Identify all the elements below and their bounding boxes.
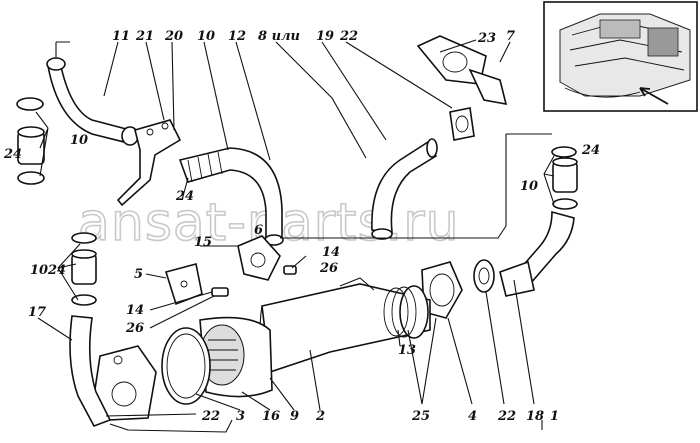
label-9: 9 xyxy=(290,409,299,424)
label-10-b: 10 xyxy=(70,133,88,148)
hose-18 xyxy=(499,210,575,297)
clamp-set-upper-left xyxy=(16,41,70,185)
bolts-14-26 xyxy=(211,265,297,297)
label-14-b: 14 xyxy=(126,303,144,318)
flange-7-gasket-23 xyxy=(416,35,508,106)
part-labels: 11 21 20 10 12 8 или 19 22 23 7 10 24 24… xyxy=(3,29,600,424)
label-16: 16 xyxy=(262,409,280,424)
label-10-d: 10 xyxy=(30,263,48,278)
label-24-c: 24 xyxy=(175,189,194,204)
core-9 xyxy=(199,316,273,398)
label-6: 6 xyxy=(254,223,263,238)
label-14-a: 14 xyxy=(322,245,340,260)
label-21: 21 xyxy=(135,29,154,44)
label-5: 5 xyxy=(134,267,143,282)
pipe-19 xyxy=(371,138,438,240)
label-10-c: 10 xyxy=(520,179,538,194)
clamp-set-right xyxy=(551,146,578,210)
label-18: 18 xyxy=(526,409,544,424)
label-22-c: 22 xyxy=(497,409,516,424)
bracket-20-21 xyxy=(116,119,182,207)
flange-6 xyxy=(237,235,281,281)
label-24-b: 24 xyxy=(581,143,600,158)
label-15: 15 xyxy=(194,235,212,250)
label-22-b: 22 xyxy=(201,409,220,424)
label-22-a: 22 xyxy=(339,29,358,44)
label-3: 3 xyxy=(236,409,245,424)
flange-4 xyxy=(421,261,463,319)
label-1: 1 xyxy=(550,409,559,424)
label-23: 23 xyxy=(477,31,496,46)
gasket-22-right xyxy=(473,259,495,293)
label-17: 17 xyxy=(28,305,46,320)
gasket-22-upper xyxy=(449,107,475,141)
label-26-a: 26 xyxy=(319,261,338,276)
label-8: 8 или xyxy=(258,29,300,44)
clamp-set-lower-left xyxy=(71,232,97,306)
label-2: 2 xyxy=(315,409,325,424)
cover-3 xyxy=(93,345,157,421)
label-12: 12 xyxy=(228,29,246,44)
label-26-b: 26 xyxy=(125,321,144,336)
hose-11 xyxy=(46,57,139,146)
label-25: 25 xyxy=(411,409,430,424)
hose-17 xyxy=(69,315,112,427)
label-19: 19 xyxy=(316,29,334,44)
label-10-a: 10 xyxy=(197,29,215,44)
bracket-5 xyxy=(164,263,203,306)
label-7: 7 xyxy=(506,29,515,44)
label-24-d: 24 xyxy=(47,263,66,278)
label-13: 13 xyxy=(398,343,416,358)
gasket-16 xyxy=(161,327,211,405)
leader-lines xyxy=(35,39,555,433)
engine-inset-thumbnail xyxy=(543,1,698,112)
label-20: 20 xyxy=(164,29,183,44)
label-4: 4 xyxy=(468,409,477,424)
label-11: 11 xyxy=(112,29,130,44)
label-24-a: 24 xyxy=(3,147,22,162)
